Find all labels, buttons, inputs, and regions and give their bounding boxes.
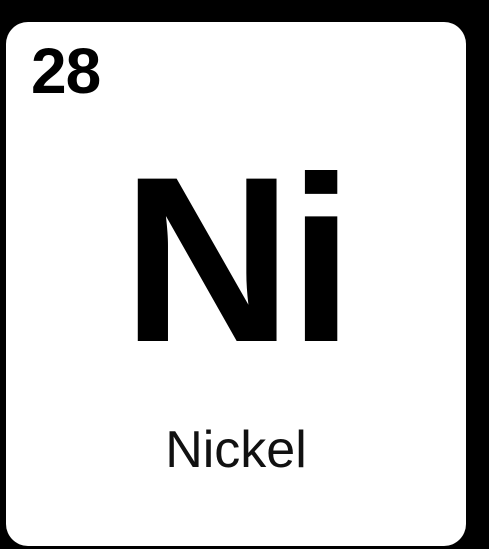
element-name: Nickel: [165, 421, 307, 479]
element-symbol: Ni: [122, 128, 354, 392]
element-tile: 28 Ni Nickel: [6, 22, 466, 546]
atomic-number: 28: [31, 35, 101, 107]
